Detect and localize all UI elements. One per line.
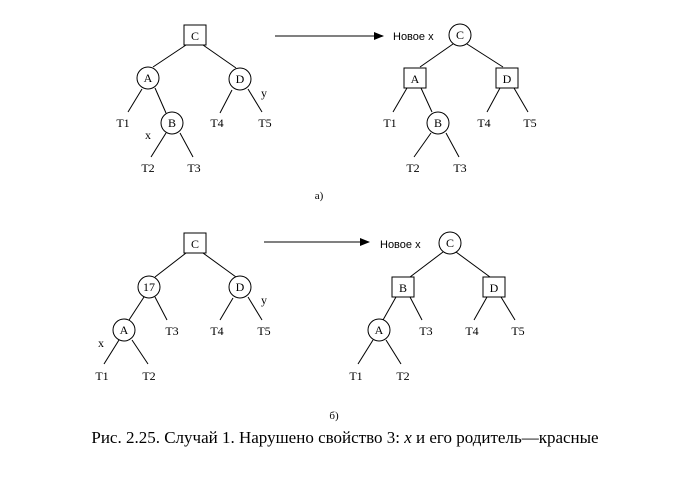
leaf-t2: T2 — [406, 161, 419, 175]
caption-x: x — [403, 428, 412, 447]
panel-b-before-tree: C 17 D A T3 T4 T5 T1 T2 x y — [95, 232, 271, 383]
node-a-red — [112, 318, 136, 342]
panel-a-before-tree: C A D B T1 T4 T5 T2 T3 x y — [116, 24, 272, 175]
mark-x: x — [145, 128, 151, 142]
leaf-t3: T3 — [187, 161, 200, 175]
node-b-red — [426, 111, 450, 135]
caption-prefix: Рис. 2.25. Случай 1. Нарушено свойство 3… — [91, 428, 404, 447]
node-c-label: C — [191, 237, 199, 251]
mark-x: x — [98, 336, 104, 350]
leaf-t3: T3 — [165, 324, 178, 338]
node-a-red — [367, 318, 391, 342]
node-b-red — [160, 111, 184, 135]
leaf-t1: T1 — [116, 116, 129, 130]
node-c-red — [438, 231, 462, 255]
new-x-label: Новое x — [393, 31, 434, 43]
leaf-t4: T4 — [477, 116, 490, 130]
node-17-label: 17 — [143, 280, 155, 294]
node-a-label: A — [144, 71, 153, 85]
node-d-black — [482, 276, 506, 298]
figure-caption: Рис. 2.25. Случай 1. Нарушено свойство 3… — [91, 428, 598, 447]
node-b-label: B — [168, 116, 176, 130]
panel-a-after-tree: Новое x C A D B T1 T4 T5 T2 T3 — [383, 23, 537, 175]
leaf-t2: T2 — [142, 369, 155, 383]
node-d-label: D — [236, 280, 245, 294]
node-a-label: A — [120, 323, 129, 337]
leaf-t1: T1 — [383, 116, 396, 130]
node-d-label: D — [236, 72, 245, 86]
node-a-black — [403, 67, 427, 89]
leaf-t4: T4 — [210, 324, 223, 338]
node-d-red — [228, 275, 252, 299]
leaf-t3: T3 — [453, 161, 466, 175]
panel-b-label: б) — [329, 410, 339, 422]
node-c-black — [183, 232, 207, 254]
node-d-label: D — [490, 281, 499, 295]
leaf-t4: T4 — [210, 116, 223, 130]
leaf-t2: T2 — [141, 161, 154, 175]
mark-y: y — [261, 86, 267, 100]
caption-suffix: и его родитель—красные — [412, 428, 599, 447]
leaf-t1: T1 — [95, 369, 108, 383]
node-b-label: B — [434, 116, 442, 130]
leaf-t4: T4 — [465, 324, 478, 338]
leaf-t5: T5 — [258, 116, 271, 130]
node-c-red — [448, 23, 472, 47]
node-17-red — [137, 275, 161, 299]
new-x-label: Новое x — [380, 239, 421, 251]
leaf-t3: T3 — [419, 324, 432, 338]
node-c-label: C — [446, 236, 454, 250]
panel-a-label: а) — [315, 190, 324, 202]
leaf-t1: T1 — [349, 369, 362, 383]
node-c-black — [183, 24, 207, 46]
node-d-black — [495, 67, 519, 89]
node-a-label: A — [375, 323, 384, 337]
node-a-red — [136, 66, 160, 90]
node-d-red — [228, 67, 252, 91]
panel-b-after-tree: Новое x C B D A T3 T4 T5 T1 T2 — [349, 231, 525, 383]
leaf-t5: T5 — [257, 324, 270, 338]
node-a-label: A — [411, 72, 420, 86]
leaf-t5: T5 — [511, 324, 524, 338]
node-d-label: D — [503, 72, 512, 86]
leaf-t5: T5 — [523, 116, 536, 130]
node-b-label: B — [399, 281, 407, 295]
node-c-label: C — [191, 29, 199, 43]
leaf-t2: T2 — [396, 369, 409, 383]
node-c-label: C — [456, 28, 464, 42]
mark-y: y — [261, 293, 267, 307]
node-b-black — [391, 276, 415, 298]
